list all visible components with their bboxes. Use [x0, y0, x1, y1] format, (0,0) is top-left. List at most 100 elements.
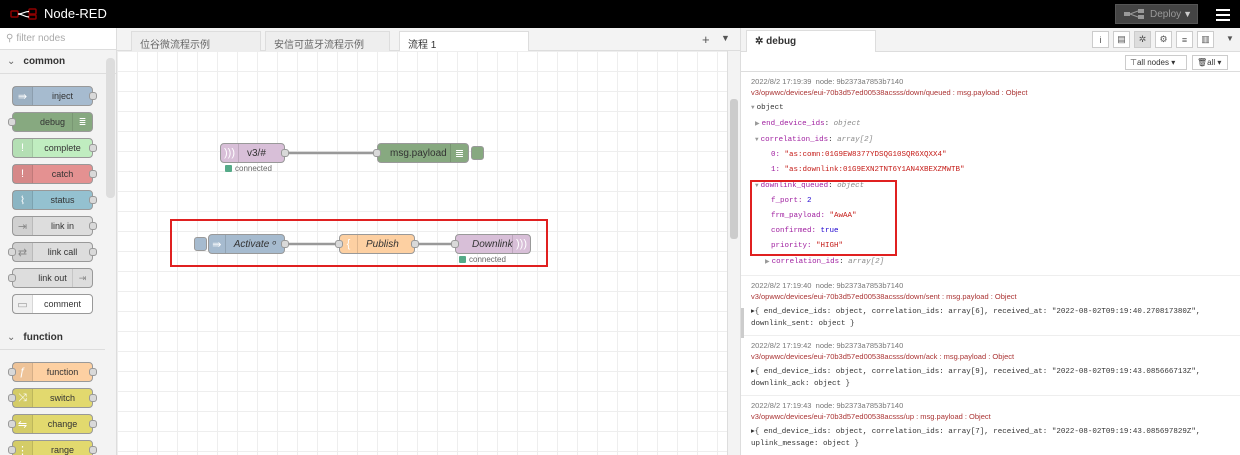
tree-value: 2 [807, 197, 812, 205]
debug-toolbar: ⊤all nodes ▾ 🗑all ▾ [741, 52, 1240, 72]
debug-icon: ≣ [72, 113, 92, 131]
palette-node-comment[interactable]: ▭comment [12, 294, 93, 314]
add-tab-icon[interactable]: + [702, 32, 710, 47]
output-port[interactable] [281, 240, 289, 248]
node-label: inject [51, 91, 73, 101]
tab-flow-3[interactable]: 流程 1 [399, 31, 529, 52]
palette-scrollbar[interactable] [106, 58, 115, 198]
chevron-down-icon: ⌄ [7, 56, 16, 67]
debug-messages: 2022/8/2 17:19:39 node: 9b2373a7853b7140… [741, 72, 1240, 455]
message-payload[interactable]: ▸{ end_device_ids: object, correlation_i… [751, 362, 1231, 390]
palette-node-debug[interactable]: debug ≣ [8, 112, 93, 132]
filter-icon: ⊤ [1130, 58, 1137, 67]
chevron-down-icon[interactable]: ▼ [721, 33, 730, 43]
flow-node-mqtt-out[interactable]: Downlink ))) [451, 234, 531, 254]
inject-trigger-button[interactable] [194, 237, 207, 251]
inject-icon: ⇛ [209, 235, 226, 253]
message-tree[interactable]: ▼object ▶end_device_ids: object ▼correla… [751, 104, 965, 266]
tab-debug[interactable]: ✲ debug [746, 30, 876, 52]
node-label: debug [39, 117, 66, 127]
palette-node-link-in[interactable]: ⇥ link in [12, 216, 97, 236]
message-node[interactable]: node: 9b2373a7853b7140 [815, 281, 904, 290]
debug-toggle-button[interactable] [471, 146, 484, 160]
info-icon[interactable]: i [1092, 31, 1109, 48]
palette-node-catch[interactable]: !catch [12, 164, 97, 184]
output-port[interactable] [411, 240, 419, 248]
palette-node-status[interactable]: ⌇status [12, 190, 97, 210]
tree-value: "as:downlink:01G9EXN2TNT6Y1AN4XBEXZMWTB" [784, 166, 965, 174]
palette-node-complete[interactable]: !complete [12, 138, 97, 158]
chevron-down-icon[interactable]: ▼ [1226, 34, 1234, 43]
palette-filter-placeholder: filter nodes [16, 33, 66, 44]
palette-node-link-out[interactable]: link out⇥ [8, 268, 93, 288]
node-label: switch [49, 393, 75, 403]
book-icon[interactable]: ▤ [1113, 31, 1130, 48]
tree-key: f_port: [771, 197, 803, 205]
gear-icon[interactable]: ⚙ [1155, 31, 1172, 48]
palette-category-function[interactable]: ⌄function [0, 326, 105, 350]
output-port[interactable] [281, 149, 289, 157]
filter-label: all nodes [1136, 58, 1169, 67]
input-port[interactable] [373, 149, 381, 157]
category-label: common [23, 56, 66, 67]
message-payload[interactable]: ▸{ end_device_ids: object, correlation_i… [751, 302, 1231, 330]
node-label: status [50, 195, 75, 205]
tree-key: end_device_ids [761, 120, 825, 128]
filter-nodes-select[interactable]: ⊤all nodes ▾ [1125, 55, 1187, 70]
debug-icon: ≣ [450, 144, 468, 162]
palette-node-range[interactable]: ⋮range [8, 440, 97, 455]
payload-line: downlink_ack: object } [751, 380, 851, 388]
deploy-button[interactable]: Deploy ▼ [1115, 4, 1198, 24]
debug-message: 2022/8/2 17:19:39 node: 9b2373a7853b7140… [741, 72, 1240, 276]
message-node[interactable]: node: 9b2373a7853b7140 [815, 341, 904, 350]
message-topic: v3/opwwc/devices/eui-70b3d57ed00538acsss… [751, 292, 1017, 301]
input-port[interactable] [335, 240, 343, 248]
clear-debug-button[interactable]: 🗑all ▾ [1192, 55, 1228, 70]
payload-line: ▸{ end_device_ids: object, correlation_i… [751, 368, 1201, 376]
flow-canvas[interactable]: ))) v3/# connected msg.payload ≣ ⇛ Activ… [117, 51, 727, 455]
flow-wires [285, 151, 455, 246]
chevron-down-icon[interactable]: ▼ [1183, 9, 1192, 19]
flow-node-debug[interactable]: msg.payload ≣ [373, 143, 469, 163]
palette-node-change[interactable]: ⇋change [8, 414, 97, 434]
payload-line: ▸{ end_device_ids: object, correlation_i… [751, 308, 1201, 316]
palette-category-common[interactable]: ⌄ common [0, 50, 116, 74]
tree-type: array[2] [837, 136, 874, 144]
message-meta: 2022/8/2 17:19:42 node: 9b2373a7853b7140 [751, 340, 1231, 351]
tree-key: correlation_ids [760, 136, 829, 144]
palette-filter-input[interactable]: ⚲ filter nodes [0, 28, 116, 50]
database-icon[interactable]: ≡ [1176, 31, 1193, 48]
workspace-scrollbar[interactable] [727, 51, 740, 455]
bug-icon[interactable]: ✲ [1134, 31, 1151, 48]
flow-node-function[interactable]: { Publish [335, 234, 419, 254]
deploy-icon [1124, 9, 1144, 19]
flow-node-mqtt-in[interactable]: ))) v3/# [220, 143, 289, 163]
input-port[interactable] [451, 240, 459, 248]
node-label: link in [50, 221, 74, 231]
message-node[interactable]: node: 9b2373a7853b7140 [815, 401, 904, 410]
chart-icon[interactable]: ▥ [1197, 31, 1214, 48]
node-label: v3/# [247, 147, 266, 159]
scrollbar-thumb[interactable] [730, 99, 738, 239]
workspace-tabs: 位谷微流程示例 安信可蓝牙流程示例 流程 1 + ▼ [117, 28, 740, 52]
palette-node-switch[interactable]: ⤨switch [8, 388, 97, 408]
link-in-icon: ⇥ [13, 217, 33, 235]
tree-key: 0: [771, 151, 781, 159]
flow-node-inject[interactable]: ⇛ Activate ᵒ [208, 234, 289, 254]
alert-icon: ! [13, 165, 33, 183]
node-red-logo-icon [10, 7, 37, 20]
sidebar-splitter[interactable] [741, 308, 744, 338]
tab-flow-2[interactable]: 安信可蓝牙流程示例 [265, 31, 390, 51]
clear-label: all [1207, 58, 1216, 67]
message-payload[interactable]: ▸{ end_device_ids: object, correlation_i… [751, 422, 1231, 450]
tree-value: "HIGH" [816, 242, 844, 250]
menu-icon[interactable] [1214, 6, 1232, 22]
tab-flow-1[interactable]: 位谷微流程示例 [131, 31, 261, 51]
palette-node-inject[interactable]: ⇛inject [12, 86, 97, 106]
palette-node-link-call[interactable]: ⇄link call [8, 242, 97, 262]
status-badge: connected [225, 164, 272, 173]
deploy-label: Deploy [1150, 8, 1182, 20]
message-node[interactable]: node: 9b2373a7853b7140 [815, 77, 904, 86]
tree-value: "AwAA" [829, 212, 857, 220]
